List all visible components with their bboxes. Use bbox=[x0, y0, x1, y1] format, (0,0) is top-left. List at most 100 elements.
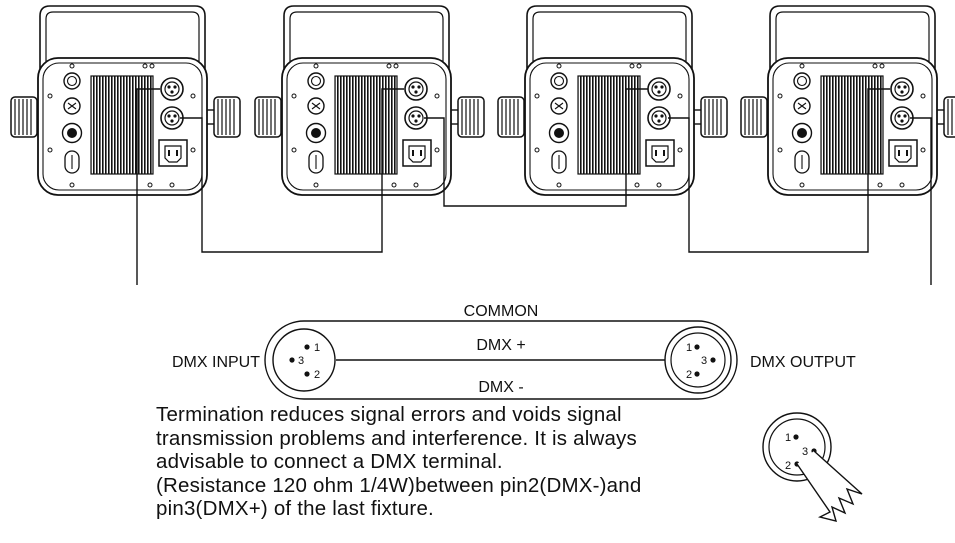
knob-icon bbox=[254, 96, 282, 138]
heatsink bbox=[334, 75, 398, 175]
screw-icon bbox=[920, 147, 926, 153]
screw-icon bbox=[47, 93, 53, 99]
screw-icon bbox=[291, 93, 297, 99]
dmx-input-label: DMX INPUT bbox=[172, 354, 260, 371]
dmx-in-xlr-icon bbox=[647, 77, 671, 101]
knob-icon bbox=[700, 96, 728, 138]
heatsink bbox=[577, 75, 641, 175]
screw-icon bbox=[556, 63, 562, 69]
termination-note-line: Termination reduces signal errors and vo… bbox=[156, 403, 622, 426]
termination-note: Termination reduces signal errors and vo… bbox=[156, 403, 756, 521]
dmx-in-xlr-icon bbox=[160, 77, 184, 101]
chain-cable-1-2 bbox=[180, 88, 404, 253]
fixture-bracket bbox=[769, 5, 936, 75]
output-pin-2: 2 bbox=[686, 369, 692, 381]
screw-icon bbox=[877, 182, 883, 188]
knob-icon bbox=[213, 96, 241, 138]
screw-icon bbox=[190, 147, 196, 153]
fixture-4 bbox=[740, 5, 955, 196]
fixture-3 bbox=[497, 5, 728, 196]
termination-note-line: pin3(DMX+) of the last fixture. bbox=[156, 497, 434, 520]
cable-outline bbox=[264, 320, 738, 400]
screw-icon bbox=[799, 182, 805, 188]
screw-icon bbox=[777, 93, 783, 99]
screw-icon bbox=[629, 63, 635, 69]
fixture-2 bbox=[254, 5, 485, 196]
screw-icon bbox=[393, 63, 399, 69]
terminator-pin-3: 3 bbox=[802, 446, 808, 458]
termination-note-line: transmission problems and interference. … bbox=[156, 426, 637, 450]
screw-icon bbox=[190, 93, 196, 99]
screw-icon bbox=[879, 63, 885, 69]
fixtures bbox=[10, 5, 955, 196]
fixture-1 bbox=[10, 5, 241, 196]
screw-icon bbox=[799, 63, 805, 69]
screw-icon bbox=[147, 182, 153, 188]
output-pin-1: 1 bbox=[686, 342, 692, 354]
iec-socket-icon bbox=[645, 139, 675, 167]
screw-icon bbox=[169, 182, 175, 188]
screw-icon bbox=[434, 93, 440, 99]
dmx-out-xlr-icon bbox=[160, 106, 184, 130]
fuse-holder-icon bbox=[63, 72, 81, 90]
fuse-holder-icon bbox=[550, 72, 568, 90]
input-pin-3: 3 bbox=[298, 355, 304, 367]
fuse-holder-icon bbox=[307, 72, 325, 90]
screw-icon bbox=[777, 147, 783, 153]
screw-icon bbox=[69, 63, 75, 69]
knob-icon bbox=[740, 96, 768, 138]
knob-icon bbox=[497, 96, 525, 138]
screw-icon bbox=[636, 63, 642, 69]
input-pin-2: 2 bbox=[314, 369, 320, 381]
chain-cable-in-1 bbox=[136, 88, 160, 285]
screw-icon bbox=[677, 147, 683, 153]
screw-icon bbox=[677, 93, 683, 99]
output-pin-1-dot bbox=[694, 344, 700, 350]
dmx-plus-label: DMX + bbox=[476, 337, 525, 354]
dmx-in-xlr-icon bbox=[890, 77, 914, 101]
knob-icon bbox=[10, 96, 38, 138]
screw-icon bbox=[313, 182, 319, 188]
screw-icon bbox=[391, 182, 397, 188]
heatsink bbox=[820, 75, 884, 175]
screw-icon bbox=[142, 63, 148, 69]
screw-icon bbox=[386, 63, 392, 69]
screw-icon bbox=[534, 147, 540, 153]
knob-icon bbox=[943, 96, 955, 138]
chain-cable-out bbox=[910, 117, 932, 285]
dmx-chain-wiring bbox=[136, 88, 932, 285]
termination-note-line: (Resistance 120 ohm 1/4W)between pin2(DM… bbox=[156, 473, 642, 497]
screw-icon bbox=[149, 63, 155, 69]
terminator-plug: 1 3 2 bbox=[762, 412, 863, 522]
fixture-bracket bbox=[526, 5, 693, 75]
fixture-bracket bbox=[283, 5, 450, 75]
input-pin-2-dot bbox=[304, 371, 310, 377]
screw-icon bbox=[434, 147, 440, 153]
screw-icon bbox=[413, 182, 419, 188]
input-pin-1-dot bbox=[304, 344, 310, 350]
dmx-out-xlr-icon bbox=[890, 106, 914, 130]
screw-icon bbox=[899, 182, 905, 188]
dmx-in-xlr-icon bbox=[404, 77, 428, 101]
screw-icon bbox=[634, 182, 640, 188]
dmx-out-xlr-icon bbox=[647, 106, 671, 130]
input-pin-1: 1 bbox=[314, 342, 320, 354]
dmx-minus-label: DMX - bbox=[478, 379, 523, 396]
terminator-resistor bbox=[796, 450, 863, 522]
output-pin-3-dot bbox=[710, 357, 716, 363]
output-pin-3: 3 bbox=[701, 355, 707, 367]
fixture-bracket bbox=[39, 5, 206, 75]
terminator-pin-2: 2 bbox=[785, 460, 791, 472]
output-connector bbox=[664, 326, 732, 394]
heatsink bbox=[90, 75, 154, 175]
fuse-holder-icon bbox=[793, 72, 811, 90]
screw-icon bbox=[313, 63, 319, 69]
dmx-out-xlr-icon bbox=[404, 106, 428, 130]
termination-note-line: advisable to connect a DMX terminal. bbox=[156, 450, 503, 473]
common-label: COMMON bbox=[464, 303, 539, 320]
knob-icon bbox=[457, 96, 485, 138]
output-pin-2-dot bbox=[694, 371, 700, 377]
screw-icon bbox=[534, 93, 540, 99]
dmx-cable-schematic: COMMON DMX + DMX - DMX INPUT DMX OUTPUT … bbox=[172, 303, 856, 400]
